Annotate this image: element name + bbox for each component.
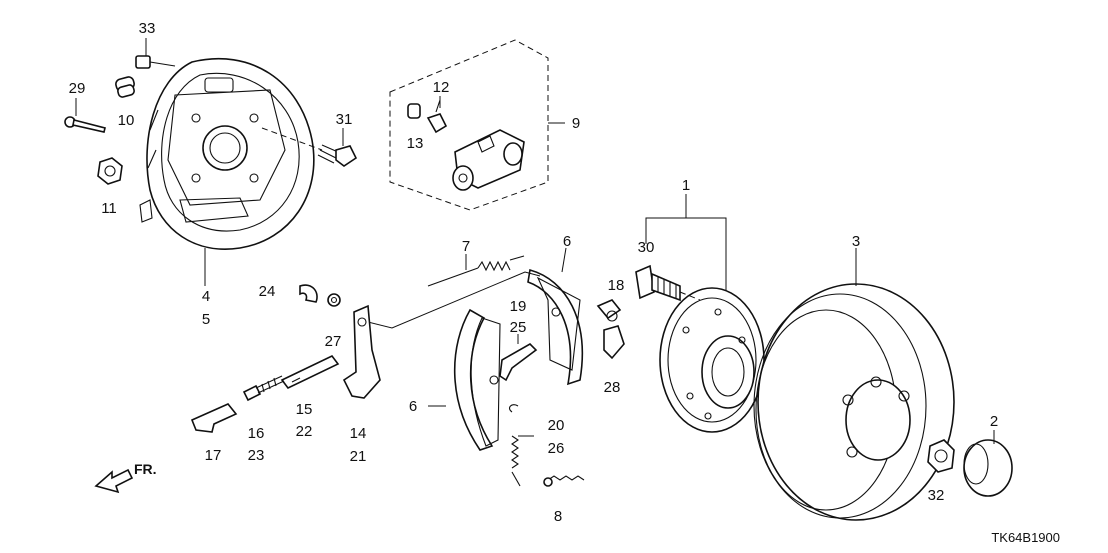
hub-bearing-assembly bbox=[645, 194, 765, 433]
front-direction-label: FR. bbox=[134, 461, 157, 477]
callout-6-upper: 6 bbox=[563, 233, 571, 250]
callout-21: 21 bbox=[350, 448, 367, 465]
brake-backing-plate bbox=[139, 57, 315, 250]
clip-28 bbox=[603, 325, 625, 360]
hold-down-pin-29 bbox=[64, 98, 106, 133]
callout-19: 19 bbox=[510, 298, 527, 315]
parking-lever-14-21 bbox=[342, 304, 381, 399]
spring-20-26 bbox=[509, 404, 534, 487]
callout-26: 26 bbox=[548, 440, 565, 457]
callout-29: 29 bbox=[69, 80, 86, 97]
bleeder-cap-13 bbox=[407, 103, 421, 119]
adjuster-screw-16-23 bbox=[242, 375, 285, 402]
callout-28: 28 bbox=[604, 379, 621, 396]
callout-32: 32 bbox=[928, 487, 945, 504]
callout-6-lower: 6 bbox=[409, 398, 417, 415]
callout-20: 20 bbox=[548, 417, 565, 434]
callout-18: 18 bbox=[608, 277, 625, 294]
spindle-nut-32 bbox=[927, 439, 955, 473]
bleeder-screw-12 bbox=[426, 96, 448, 134]
bolt-33 bbox=[135, 38, 176, 69]
callout-13: 13 bbox=[407, 135, 424, 152]
callout-11: 11 bbox=[101, 200, 117, 217]
callout-10: 10 bbox=[118, 112, 135, 129]
hub-bolt-30 bbox=[635, 264, 701, 302]
hold-down-spring-8 bbox=[543, 475, 585, 487]
callout-9: 9 bbox=[572, 115, 580, 132]
callout-25: 25 bbox=[510, 319, 527, 336]
brake-shoe-lower-6 bbox=[428, 308, 501, 451]
callout-12: 12 bbox=[433, 79, 450, 96]
diagram-code: TK64B1900 bbox=[991, 530, 1060, 545]
pin-18 bbox=[596, 299, 622, 322]
brake-drum bbox=[753, 283, 955, 521]
washer-27 bbox=[327, 293, 341, 307]
lever-clip-19-25 bbox=[499, 334, 538, 382]
callout-23: 23 bbox=[248, 447, 265, 464]
adjuster-socket-17 bbox=[190, 403, 238, 433]
callout-15: 15 bbox=[296, 401, 313, 418]
callout-8: 8 bbox=[554, 508, 562, 525]
callout-30: 30 bbox=[638, 239, 655, 256]
callout-labels: 33 29 10 11 31 4 5 12 13 9 1 30 3 7 6 18… bbox=[69, 20, 999, 525]
callout-7: 7 bbox=[462, 238, 470, 255]
callout-24: 24 bbox=[259, 283, 276, 300]
clip-24 bbox=[299, 284, 318, 303]
callout-31: 31 bbox=[336, 111, 353, 128]
callout-33: 33 bbox=[139, 20, 156, 37]
return-spring-7 bbox=[427, 254, 525, 287]
bolt-31 bbox=[261, 127, 358, 167]
grommet-10 bbox=[115, 76, 135, 98]
brake-shoe-upper-6 bbox=[527, 247, 584, 386]
adjuster-15-22 bbox=[280, 354, 340, 390]
wheel-cylinder-assembly-box bbox=[389, 39, 565, 211]
callout-4: 4 bbox=[202, 288, 210, 305]
hub-cap-2 bbox=[963, 430, 1013, 497]
callout-16: 16 bbox=[248, 425, 265, 442]
leader-6-to-lever bbox=[359, 271, 541, 329]
wheel-cylinder-body bbox=[452, 129, 525, 191]
front-direction-arrow-icon: FR. bbox=[94, 461, 157, 494]
callout-27: 27 bbox=[325, 333, 342, 350]
callout-2: 2 bbox=[990, 413, 998, 430]
callout-3: 3 bbox=[852, 233, 860, 250]
nut-11 bbox=[97, 157, 123, 185]
callout-22: 22 bbox=[296, 423, 313, 440]
callout-5: 5 bbox=[202, 311, 210, 328]
callout-1: 1 bbox=[682, 177, 690, 194]
callout-17: 17 bbox=[205, 447, 222, 464]
callout-14: 14 bbox=[350, 425, 367, 442]
